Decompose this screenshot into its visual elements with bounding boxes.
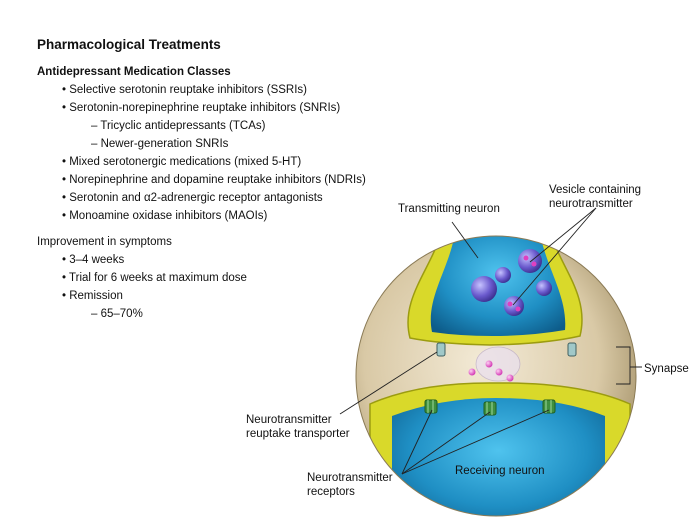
synapse-bracket	[616, 346, 642, 385]
leader-line	[401, 411, 491, 475]
list-item: – Newer-generation SNRIs	[91, 138, 229, 150]
neurotransmitter	[495, 368, 503, 376]
label-transmitting-neuron: Transmitting neuron	[398, 203, 500, 215]
receiving-neuron	[392, 398, 605, 516]
list-item: • Serotonin and α2-adrenergic receptor a…	[62, 192, 323, 204]
leader-line	[451, 221, 479, 259]
label-reuptake-line1: Neurotransmitter	[246, 414, 332, 426]
receptor	[483, 401, 497, 416]
list-item: • 3–4 weeks	[62, 254, 125, 266]
receptor	[424, 399, 438, 414]
list-item: – 65–70%	[91, 308, 143, 320]
label-receiving-neuron: Receiving neuron	[455, 465, 545, 477]
vesicle	[536, 280, 552, 296]
label-receptors-line1: Neurotransmitter	[307, 472, 393, 484]
receptor	[542, 399, 556, 414]
vesicle	[471, 276, 497, 302]
list-item: • Norepinephrine and dopamine reuptake i…	[62, 174, 366, 186]
leader-line	[401, 409, 433, 475]
list-item: • Mixed serotonergic medications (mixed …	[62, 156, 302, 168]
list-item: • Serotonin-norepinephrine reuptake inhi…	[62, 102, 341, 114]
list-item: • Monoamine oxidase inhibitors (MAOIs)	[62, 210, 268, 222]
vesicle	[504, 296, 524, 316]
list-item: • Trial for 6 weeks at maximum dose	[62, 272, 247, 284]
label-receptors-line2: receptors	[307, 486, 355, 498]
leader-line	[512, 207, 597, 306]
classes-heading: Antidepressant Medication Classes	[37, 66, 231, 78]
vesicle	[518, 249, 542, 273]
leader-line	[401, 409, 550, 475]
leader-line	[339, 351, 438, 415]
label-vesicle-line2: neurotransmitter	[549, 198, 633, 210]
list-item: • Selective serotonin reuptake inhibitor…	[62, 84, 307, 96]
label-vesicle-line1: Vesicle containing	[549, 184, 642, 196]
vesicle	[495, 267, 511, 283]
released-vesicle	[475, 346, 521, 382]
label-reuptake-line2: reuptake transporter	[246, 428, 350, 440]
page-title: Pharmacological Treatments	[37, 37, 221, 52]
neurotransmitter	[468, 368, 476, 376]
label-synapse: Synapse	[644, 363, 689, 375]
list-item: – Tricyclic antidepressants (TCAs)	[91, 120, 266, 132]
neurotransmitter	[506, 374, 514, 382]
reuptake-transporter	[436, 342, 446, 357]
list-item: • Remission	[62, 290, 123, 302]
improvement-heading: Improvement in symptoms	[37, 236, 172, 248]
reuptake-transporter	[567, 342, 577, 357]
leader-line	[529, 207, 597, 263]
neurotransmitter	[485, 360, 493, 368]
